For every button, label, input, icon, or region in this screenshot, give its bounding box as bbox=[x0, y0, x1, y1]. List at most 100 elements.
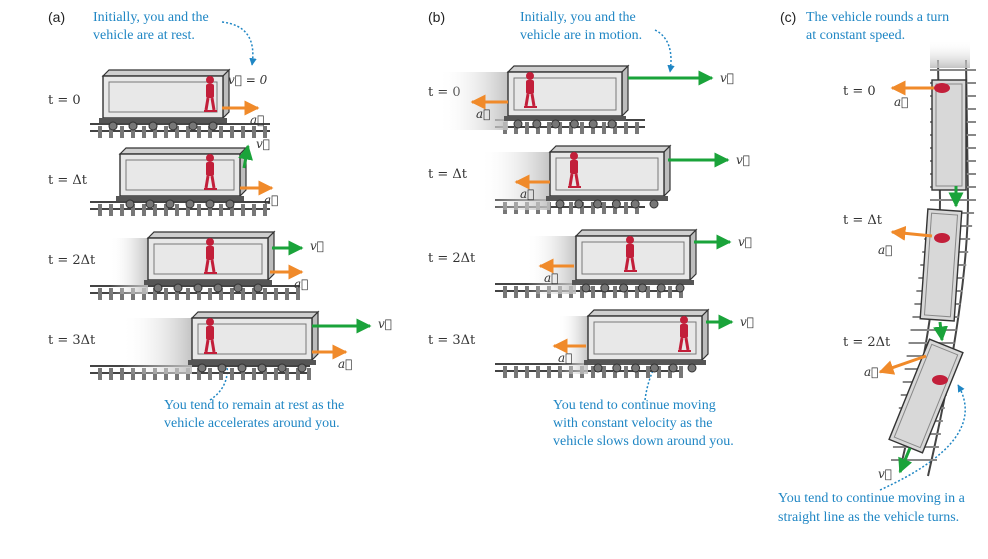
rail-tie bbox=[153, 126, 157, 138]
panel-b-velocity-label-1: v⃗ bbox=[736, 153, 750, 167]
panel-b-time-3: t = 3Δt bbox=[428, 333, 476, 348]
car-panel bbox=[555, 157, 659, 191]
panel-b-velocity-label-2: v⃗ bbox=[738, 235, 752, 249]
car-wheel bbox=[208, 121, 218, 131]
panel-c-label: (c) bbox=[780, 9, 796, 25]
rail-tie bbox=[241, 204, 245, 216]
person-head bbox=[626, 236, 634, 244]
panel-c-time-1: t = Δt bbox=[843, 213, 883, 228]
rail-tie bbox=[580, 122, 584, 134]
car-wheel bbox=[513, 119, 523, 129]
panel-a-car-1 bbox=[116, 146, 248, 209]
person-leg-right bbox=[210, 339, 216, 353]
car-wheel bbox=[128, 121, 138, 131]
panel-c-accel-label-1: a⃗ bbox=[878, 243, 892, 257]
car-side bbox=[621, 64, 629, 118]
panel-a-caption-bottom-line2: vehicle accelerates around you. bbox=[164, 416, 340, 431]
rail-tie bbox=[252, 126, 256, 138]
panel-b-caption-bottom-line2: with constant velocity as the bbox=[553, 416, 712, 431]
car-chassis bbox=[584, 360, 706, 365]
car-wheel bbox=[612, 363, 622, 373]
panel-a-track-0 bbox=[90, 123, 270, 138]
car-side bbox=[222, 68, 230, 120]
panel-c-caption-bottom-line2: straight line as the vehicle turns. bbox=[778, 510, 959, 525]
panel-c-accel-label-0: a⃗ bbox=[894, 95, 908, 109]
person-leg-left bbox=[204, 175, 210, 189]
panel-c-velocity-label: v⃗ bbox=[878, 467, 892, 481]
panel-a-v-zero-label: v⃗ = 0 bbox=[228, 73, 268, 87]
panel-b-person-3 bbox=[678, 316, 691, 352]
car-wheel bbox=[607, 119, 617, 129]
panel-c-velocity-arrow-2 bbox=[898, 447, 913, 474]
rail-tie bbox=[98, 368, 102, 380]
panel-c: (c) The vehicle rounds a turn at constan… bbox=[778, 9, 966, 525]
rail-tie bbox=[142, 126, 146, 138]
panel-a-track-1 bbox=[90, 201, 270, 216]
rail-tie bbox=[186, 204, 190, 216]
panel-c-car-panel bbox=[935, 83, 963, 187]
car-wheel bbox=[205, 199, 215, 209]
car-body bbox=[549, 151, 665, 197]
rail-tie bbox=[219, 288, 223, 300]
rail-tie bbox=[98, 126, 102, 138]
person-torso bbox=[206, 84, 214, 98]
panel-c-motion-blur bbox=[930, 40, 970, 68]
car-wheel bbox=[125, 199, 135, 209]
car-wheel bbox=[217, 363, 227, 373]
car-chassis bbox=[572, 280, 694, 285]
car-wheel bbox=[145, 199, 155, 209]
panel-a-velocity-label-1: v⃗ bbox=[256, 137, 270, 151]
panel-a-time-1: t = Δt bbox=[48, 173, 88, 188]
car-side bbox=[689, 228, 697, 282]
panel-c-car-1 bbox=[919, 208, 963, 322]
rail-tie bbox=[241, 368, 245, 380]
rail-tie bbox=[98, 288, 102, 300]
rail-tie bbox=[635, 122, 639, 134]
panel-a-time-2: t = 2Δt bbox=[48, 253, 96, 268]
person-torso bbox=[626, 244, 634, 258]
car-wheel bbox=[197, 363, 207, 373]
car-wheel bbox=[574, 199, 584, 209]
car-wheel bbox=[532, 119, 542, 129]
panel-c-time-2: t = 2Δt bbox=[843, 335, 891, 350]
car-wheel bbox=[687, 363, 697, 373]
panel-b-velocity-label-0: v⃗ bbox=[720, 71, 734, 85]
rail-tie bbox=[263, 368, 267, 380]
panel-a-top-pointer bbox=[221, 21, 257, 66]
car-chassis bbox=[144, 280, 272, 285]
panel-b-top-pointer bbox=[654, 29, 675, 73]
car-panel bbox=[125, 159, 235, 191]
rail-tie bbox=[98, 204, 102, 216]
rail-tie bbox=[525, 366, 529, 378]
car-roof bbox=[586, 309, 710, 317]
rail-tie bbox=[197, 126, 201, 138]
panel-a-velocity-label-2: v⃗ bbox=[310, 239, 324, 253]
rail-tie bbox=[285, 368, 289, 380]
rail-tie bbox=[175, 126, 179, 138]
car-wheel bbox=[225, 199, 235, 209]
rail-tie bbox=[263, 204, 267, 216]
person-torso bbox=[206, 326, 214, 340]
car-wheel bbox=[253, 283, 263, 293]
panel-c-car-2 bbox=[888, 338, 964, 454]
panel-c-bottom-pointer bbox=[879, 384, 966, 491]
panel-a-person-1 bbox=[204, 154, 217, 190]
rail-tie bbox=[241, 288, 245, 300]
car-wheel bbox=[551, 119, 561, 129]
car-wheel bbox=[649, 363, 659, 373]
car-wheel bbox=[668, 363, 678, 373]
rail-tie bbox=[285, 288, 289, 300]
rail-tie bbox=[657, 286, 661, 298]
motion-blur bbox=[122, 318, 192, 374]
rail-tie bbox=[153, 288, 157, 300]
car-wheel bbox=[165, 199, 175, 209]
car-roof bbox=[101, 69, 231, 77]
panel-b-label: (b) bbox=[428, 9, 445, 25]
rail-tie bbox=[624, 286, 628, 298]
car-roof bbox=[118, 147, 248, 155]
rail-tie bbox=[503, 366, 507, 378]
rail-tie bbox=[252, 288, 256, 300]
panel-c-accel-label-2: a⃗ bbox=[864, 365, 878, 379]
panel-c-rail-right bbox=[927, 59, 970, 477]
